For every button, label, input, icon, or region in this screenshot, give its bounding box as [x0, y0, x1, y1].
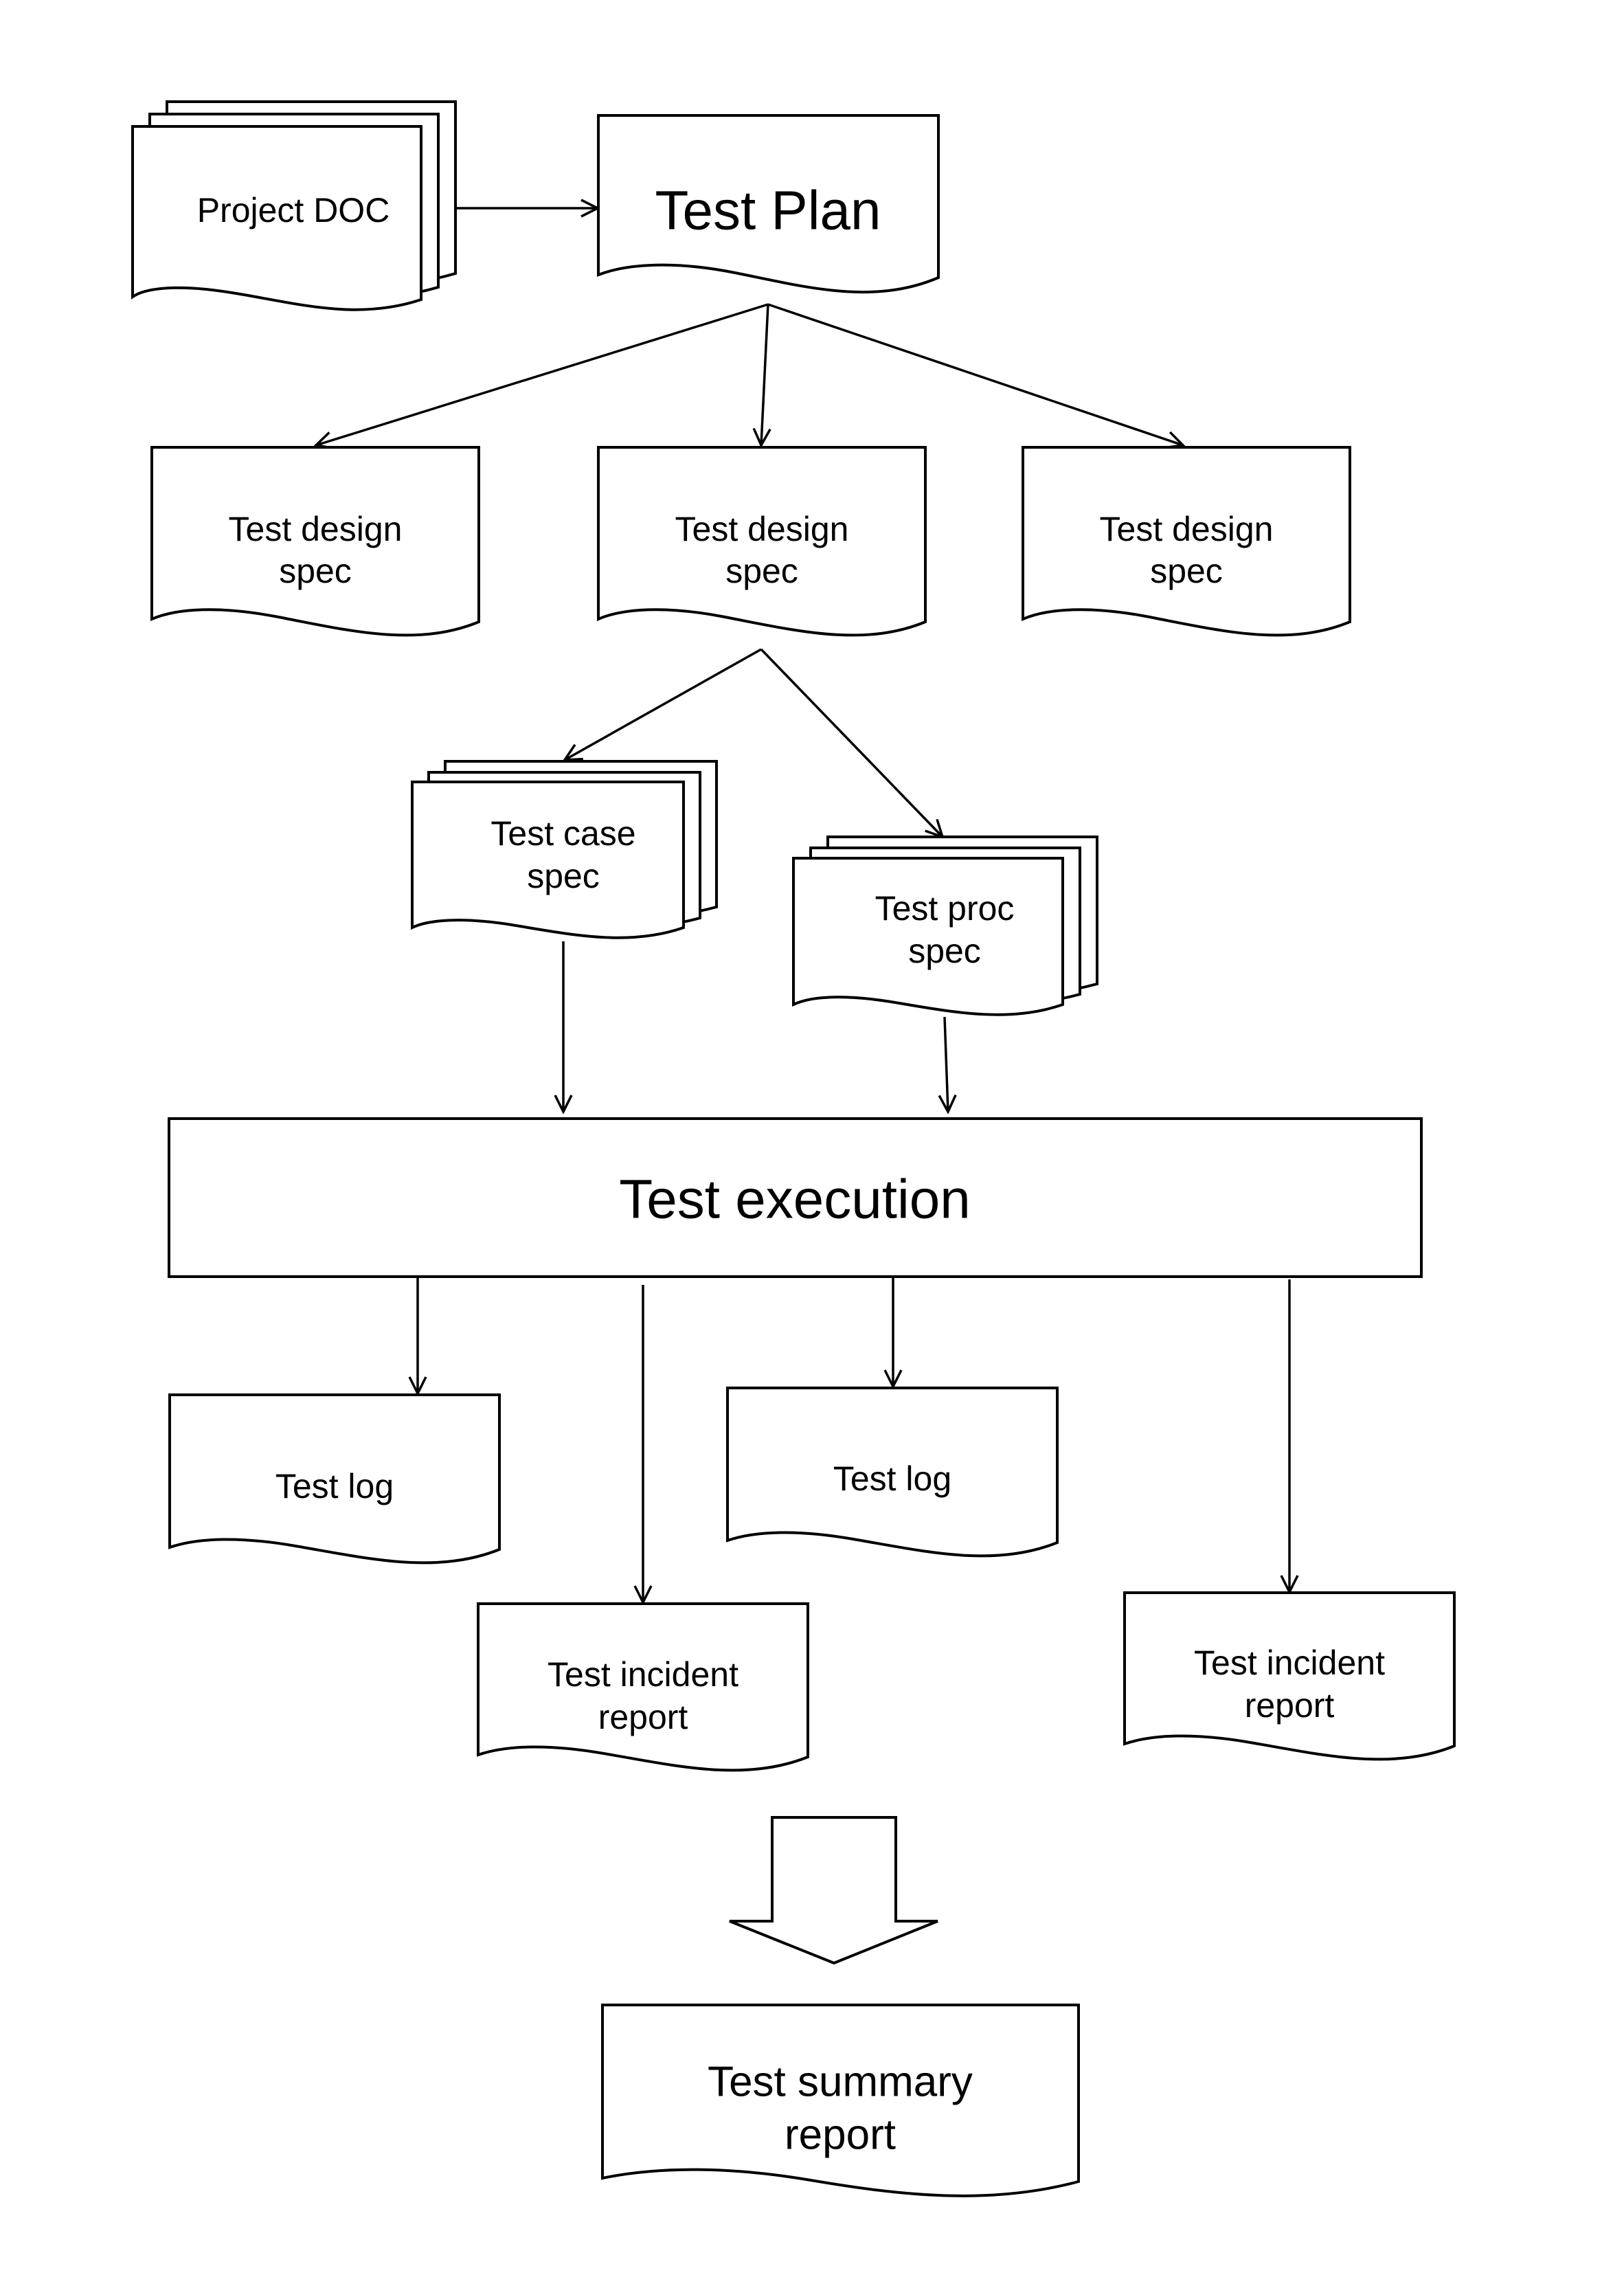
- edge-design-spec-to-test-case-spec: [565, 648, 762, 760]
- node-test-log-2: Test log: [726, 1387, 1059, 1558]
- edge-test-proc-spec-to-test-execution: [945, 1016, 948, 1112]
- edge-design-spec-to-test-proc-spec: [760, 648, 943, 837]
- test-case-spec-line1: Test case: [490, 814, 635, 853]
- node-summary-report: Test summary report: [601, 2004, 1080, 2197]
- test-plan-label: Test Plan: [655, 180, 881, 241]
- test-log-1-label: Test log: [275, 1467, 394, 1505]
- node-incident-report-2: Test incident report: [1123, 1591, 1456, 1761]
- design-spec-3-line2: spec: [1150, 552, 1223, 590]
- node-design-spec-2: Test design spec: [597, 446, 927, 637]
- node-test-execution: Test execution: [168, 1117, 1423, 1278]
- project-doc-label: Project DOC: [197, 191, 390, 229]
- test-execution-label: Test execution: [619, 1169, 970, 1230]
- edge-test-plan-to-design-spec-2: [761, 304, 768, 445]
- design-spec-3-line1: Test design: [1100, 510, 1274, 548]
- test-case-spec-line2: spec: [527, 857, 600, 895]
- design-spec-1-line1: Test design: [229, 510, 403, 548]
- summary-report-line1: Test summary: [708, 2059, 973, 2106]
- incident-report-2-line1: Test incident: [1194, 1644, 1385, 1682]
- node-design-spec-1: Test design spec: [150, 446, 480, 637]
- test-proc-spec-line1: Test proc: [875, 889, 1015, 928]
- test-proc-spec-line2: spec: [908, 932, 981, 970]
- edge-test-plan-to-design-spec-3: [767, 303, 1183, 445]
- node-test-proc-spec: Test proc spec: [792, 836, 1098, 1016]
- node-test-plan: Test Plan: [597, 114, 940, 294]
- block-arrow-down: [729, 1816, 938, 1965]
- incident-report-2-line2: report: [1245, 1686, 1335, 1725]
- edge-test-plan-to-design-spec-1: [316, 303, 769, 445]
- node-test-case-spec: Test case spec: [411, 760, 718, 939]
- design-spec-2-line2: spec: [725, 552, 798, 590]
- node-project-doc: Project DOC: [131, 100, 457, 311]
- test-log-2-label: Test log: [833, 1459, 951, 1498]
- node-test-log-1: Test log: [168, 1393, 501, 1565]
- node-incident-report-1: Test incident report: [477, 1602, 809, 1772]
- summary-report-line2: report: [785, 2111, 896, 2159]
- edges: [316, 208, 1289, 1602]
- design-spec-1-line2: spec: [279, 552, 352, 590]
- design-spec-2-line1: Test design: [675, 510, 849, 548]
- node-design-spec-3: Test design spec: [1022, 446, 1351, 637]
- incident-report-1-line1: Test incident: [548, 1655, 738, 1694]
- incident-report-1-line2: report: [598, 1698, 688, 1736]
